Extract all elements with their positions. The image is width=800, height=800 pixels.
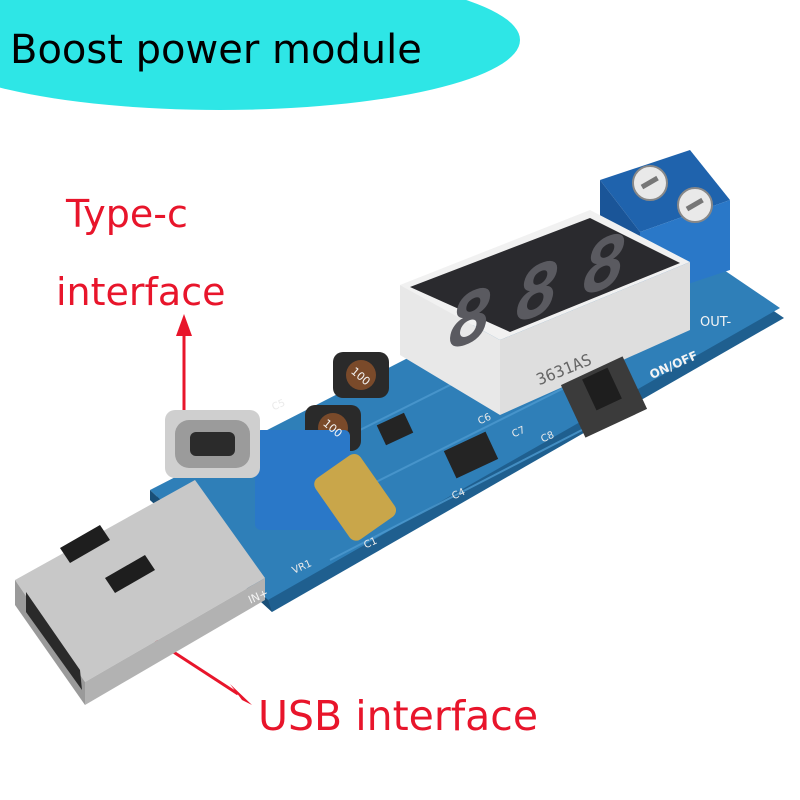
- seven-segment-display: [400, 210, 690, 415]
- banner-title: Boost power module: [10, 27, 422, 73]
- on-off-switch: [560, 356, 648, 438]
- banner-background: [0, 0, 520, 110]
- output-label: OUT-: [700, 315, 732, 330]
- typec-label-line1: Type-c: [66, 192, 188, 236]
- usb-a-plug: [15, 480, 265, 705]
- ic-chip: [443, 431, 499, 479]
- typec-label-line2: interface: [56, 270, 226, 314]
- ic-chip-2: [376, 412, 414, 446]
- potentiometer: [255, 430, 397, 541]
- usb-label: USB interface: [258, 692, 539, 740]
- type-c-connector: [165, 410, 260, 478]
- inductor-1: [333, 352, 389, 398]
- typec-arrow: [176, 314, 192, 415]
